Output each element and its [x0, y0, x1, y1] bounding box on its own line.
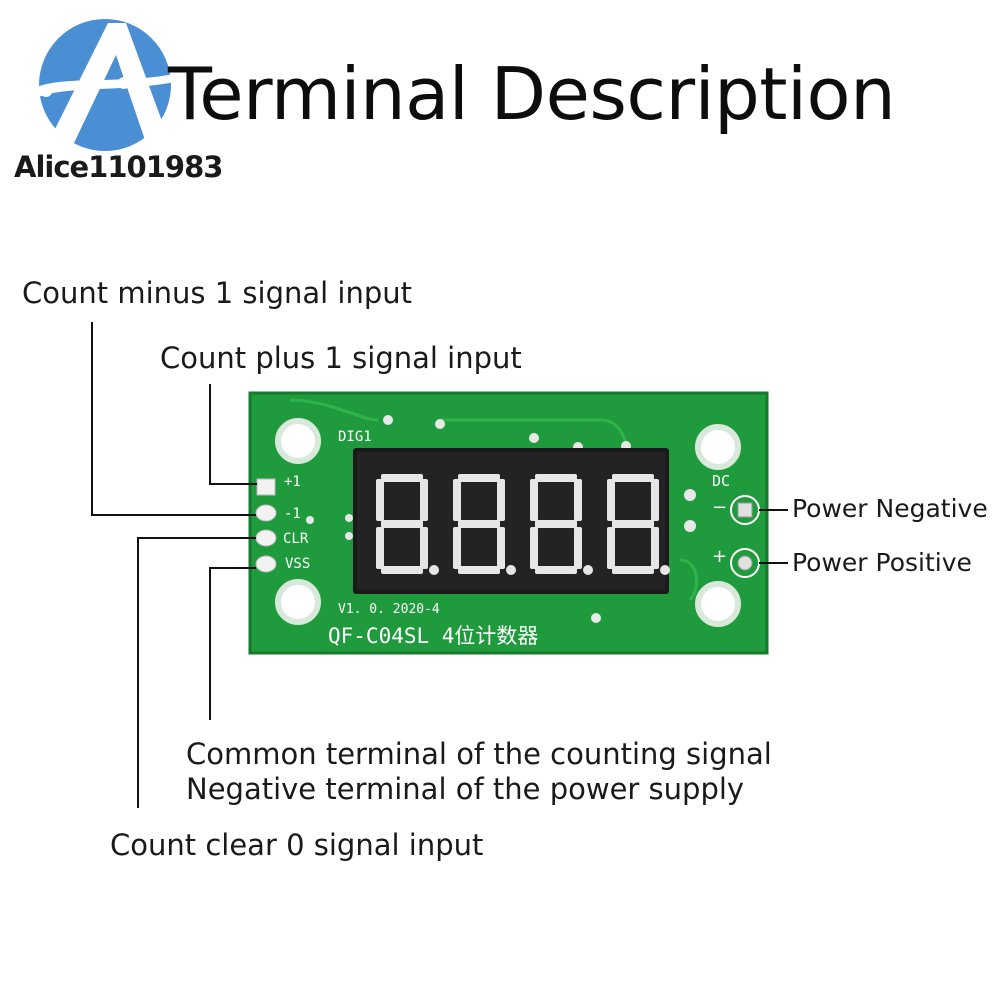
segment — [607, 527, 615, 569]
power-positive-pad — [737, 555, 753, 571]
segment — [420, 527, 428, 569]
segment — [530, 527, 538, 569]
silk-dc: DC — [712, 472, 730, 490]
label-count-clear: Count clear 0 signal input — [110, 828, 484, 862]
silk-model: QF-C04SL 4位计数器 — [328, 624, 538, 648]
decimal-point — [429, 565, 439, 575]
via — [529, 433, 539, 443]
segment — [535, 520, 577, 528]
segment — [497, 479, 505, 521]
segment — [453, 479, 461, 521]
mounting-hole — [695, 424, 741, 470]
leader-line-minus1 — [91, 322, 256, 516]
pcb-trace — [289, 398, 379, 422]
segment — [453, 527, 461, 569]
segment — [381, 474, 423, 482]
via — [684, 489, 696, 501]
silk-pin-vss: VSS — [285, 556, 310, 572]
pin-pad-clr — [255, 529, 277, 547]
via — [591, 613, 601, 623]
label-power-positive: Power Positive — [792, 548, 972, 577]
silk-dig1: DIG1 — [338, 429, 372, 445]
segment — [651, 479, 659, 521]
logo-swoosh — [36, 73, 180, 97]
pin-pad-plus1 — [256, 478, 276, 496]
seven-segment-digits — [376, 474, 670, 575]
digit-2 — [453, 474, 516, 575]
segment — [381, 520, 423, 528]
logo-letter-a — [48, 23, 170, 143]
leader-line-vss — [209, 567, 256, 720]
mounting-hole — [275, 418, 321, 464]
segment — [497, 527, 505, 569]
pcb-trace — [679, 558, 699, 602]
decimal-point — [660, 565, 670, 575]
digit-3 — [530, 474, 593, 575]
label-count-minus-1: Count minus 1 signal input — [22, 276, 412, 310]
segment — [535, 566, 577, 574]
mounting-hole — [275, 579, 321, 625]
mounting-hole — [695, 581, 741, 627]
segment — [458, 474, 500, 482]
segment — [381, 566, 423, 574]
silk-pin-plus1: +1 — [284, 474, 301, 490]
pcb-edge — [248, 391, 769, 655]
silk-minus-sign: − — [712, 497, 727, 518]
via — [306, 516, 314, 524]
segment — [458, 520, 500, 528]
segment — [530, 479, 538, 521]
brand-name: Alice1101983 — [14, 150, 223, 184]
via — [684, 520, 696, 532]
decimal-point — [583, 565, 593, 575]
logo-node-right — [118, 77, 130, 89]
segment — [574, 527, 582, 569]
segment — [376, 527, 384, 569]
leader-line-plus1 — [209, 384, 257, 485]
digit-1 — [376, 474, 439, 575]
page-title: Terminal Description — [168, 52, 896, 136]
silk-version: V1. 0. 2020-4 — [338, 602, 440, 617]
via — [345, 532, 353, 540]
segment — [651, 527, 659, 569]
segment — [574, 479, 582, 521]
brand-logo-icon — [36, 19, 180, 151]
label-power-negative: Power Negative — [792, 494, 988, 523]
logo-node-left — [40, 85, 52, 97]
pin-pad-minus1 — [255, 504, 277, 522]
label-common-terminal: Common terminal of the counting signal — [186, 737, 772, 771]
via — [345, 514, 353, 522]
label-negative-terminal: Negative terminal of the power supply — [186, 772, 745, 806]
segment — [612, 474, 654, 482]
segment — [535, 474, 577, 482]
decimal-point — [506, 565, 516, 575]
via — [383, 415, 393, 425]
pin-pad-vss — [255, 555, 277, 573]
silk-pin-minus1: -1 — [284, 506, 301, 522]
segment — [420, 479, 428, 521]
segment — [607, 479, 615, 521]
leader-line-clear — [137, 537, 256, 808]
segment — [612, 520, 654, 528]
segment — [376, 479, 384, 521]
via — [435, 419, 445, 429]
silk-pin-clr: CLR — [283, 531, 309, 547]
silk-plus-sign: + — [712, 546, 727, 567]
label-count-plus-1: Count plus 1 signal input — [160, 341, 522, 375]
power-negative-pad — [737, 502, 753, 518]
segment — [612, 566, 654, 574]
digit-4 — [607, 474, 670, 575]
segment — [458, 566, 500, 574]
